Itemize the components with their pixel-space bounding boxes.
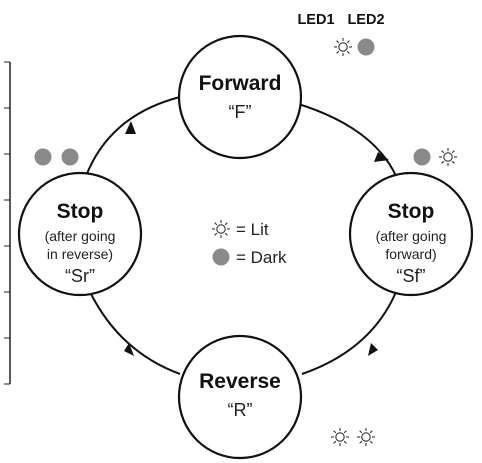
- arc-stop-reverse-to-forward: [85, 96, 181, 177]
- arrowhead-to-stop-reverse: [124, 343, 134, 356]
- arrowhead-to-stop-forward: [374, 152, 389, 162]
- led2-header: LED2: [347, 12, 384, 28]
- dark-led-icon: [357, 38, 375, 56]
- arc-stop-forward-to-reverse: [301, 291, 397, 375]
- legend-lit-icon: [211, 219, 231, 239]
- arrowhead-to-forward: [125, 121, 136, 134]
- legend-dark-icon: [212, 248, 230, 266]
- lit-led-icon: [333, 37, 353, 57]
- state-forward: Forward “F”: [177, 34, 303, 160]
- led-indicators-forward: [333, 37, 375, 57]
- state-stop-forward-code: “Sf”: [397, 266, 426, 286]
- state-forward-title: Forward: [199, 72, 282, 95]
- legend-lit-label: = Lit: [236, 220, 269, 239]
- state-reverse: Reverse “R”: [177, 334, 303, 460]
- state-stop-forward-line2: forward): [385, 246, 436, 262]
- arrowhead-to-reverse: [368, 343, 378, 356]
- legend: = Lit = Dark: [211, 219, 287, 267]
- state-stop-forward-line1: (after going: [376, 228, 447, 244]
- arc-reverse-to-stop-reverse: [89, 291, 181, 375]
- state-forward-code: “F”: [229, 102, 252, 122]
- led-indicators-stop-reverse: [34, 148, 79, 166]
- lit-led-icon: [330, 427, 350, 447]
- led-indicators-stop-forward: [413, 147, 458, 167]
- led1-header: LED1: [297, 12, 334, 28]
- state-stop-forward-title: Stop: [388, 200, 435, 223]
- lit-led-icon: [438, 147, 458, 167]
- state-reverse-code: “R”: [228, 400, 253, 420]
- state-reverse-title: Reverse: [199, 370, 281, 393]
- state-stop-reverse-title: Stop: [57, 200, 104, 223]
- ruler-fragment: [4, 61, 11, 385]
- state-stop-forward: Stop (after going forward) “Sf”: [348, 171, 474, 297]
- legend-dark-label: = Dark: [236, 248, 287, 267]
- dark-led-icon: [34, 148, 52, 166]
- dark-led-icon: [61, 148, 79, 166]
- state-stop-reverse-line2: in reverse): [47, 246, 113, 262]
- lit-led-icon: [356, 427, 376, 447]
- state-stop-reverse-line1: (after going: [45, 228, 116, 244]
- state-stop-reverse: Stop (after going in reverse) “Sr”: [17, 171, 143, 297]
- led-indicators-reverse: [330, 427, 376, 447]
- state-stop-reverse-code: “Sr”: [65, 266, 95, 286]
- transition-arrowheads: [124, 121, 389, 356]
- dark-led-icon: [413, 148, 431, 166]
